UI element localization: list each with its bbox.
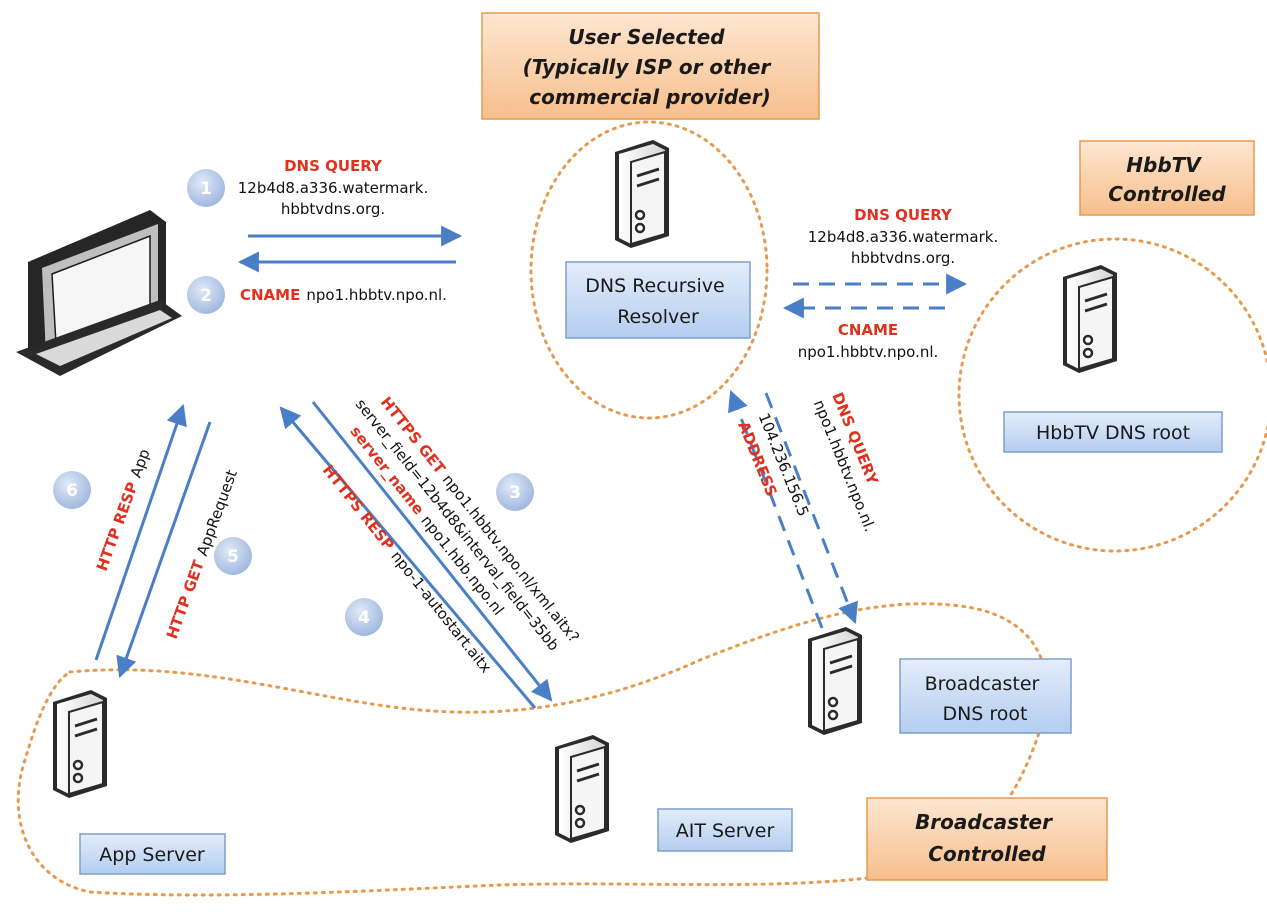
ait-server-label-box xyxy=(657,808,793,852)
svg-text:hbbtvdns.org.: hbbtvdns.org. xyxy=(281,200,385,218)
broadcaster-title: Broadcaster Controlled xyxy=(915,810,1059,866)
svg-text:1: 1 xyxy=(200,179,212,199)
step-circle-6: 6 xyxy=(53,471,91,509)
svg-text:6: 6 xyxy=(66,481,78,501)
broadcaster-root-label: Broadcaster DNS root xyxy=(925,673,1046,725)
svg-text:12b4d8.a336.watermark.: 12b4d8.a336.watermark. xyxy=(808,228,998,246)
resolver-label-box xyxy=(565,261,751,339)
resolver-server-icon xyxy=(613,138,671,250)
label-root-cname: CNAME npo1.hbbtv.npo.nl. xyxy=(798,321,939,361)
step-circle-1: 1 xyxy=(187,169,225,207)
step-circle-5: 5 xyxy=(214,537,252,575)
hbbtv-root-label: HbbTV DNS root xyxy=(1036,422,1190,444)
user-selected-title-box xyxy=(481,12,820,120)
svg-text:5: 5 xyxy=(227,547,239,567)
svg-text:12b4d8.a336.watermark.: 12b4d8.a336.watermark. xyxy=(238,179,428,197)
svg-text:3: 3 xyxy=(509,483,521,503)
svg-text:4: 4 xyxy=(358,608,370,628)
app-server-icon xyxy=(51,688,109,800)
svg-text:CNAME: CNAME xyxy=(838,321,898,339)
hbbtv-root-label-box xyxy=(1003,411,1223,453)
app-server-label-box xyxy=(79,833,226,875)
arrow-broadcaster-address xyxy=(728,390,824,629)
svg-text:hbbtvdns.org.: hbbtvdns.org. xyxy=(851,249,955,267)
hbbtv-title-box xyxy=(1079,140,1255,216)
arrow-step4-https-resp xyxy=(279,406,537,709)
arrow-step6-http-resp xyxy=(94,404,187,661)
tv-monitor-icon xyxy=(16,210,182,376)
ait-server-icon xyxy=(553,733,611,845)
svg-text:HTTP RESPApp: HTTP RESPApp xyxy=(93,446,154,573)
hbbtv-zone xyxy=(957,237,1267,553)
arrow-broadcaster-query xyxy=(764,392,858,624)
broadcaster-root-server-icon xyxy=(806,625,864,737)
label-step6-http-resp: HTTP RESPApp xyxy=(93,446,154,573)
ait-server-label: AIT Server xyxy=(676,820,775,842)
step-circle-4: 4 xyxy=(345,598,383,636)
arrow-step5-http-get xyxy=(116,421,212,678)
app-server-label: App Server xyxy=(99,844,205,866)
hbbtv-title: HbbTV Controlled xyxy=(1108,153,1226,206)
broadcaster-root-label-box xyxy=(899,658,1072,734)
label-broadcaster-dns-query: DNS QUERY npo1.hbbtv.npo.nl. xyxy=(810,390,882,535)
svg-text:DNS QUERY: DNS QUERY xyxy=(284,157,383,175)
step-circle-2: 2 xyxy=(187,276,225,314)
svg-text:npo1.hbbtv.npo.nl.: npo1.hbbtv.npo.nl. xyxy=(798,343,939,361)
resolver-label: DNS Recursive Resolver xyxy=(585,275,730,328)
svg-text:2: 2 xyxy=(200,286,212,306)
label-broadcaster-address: ADDRESS 104.236.156.5 xyxy=(734,411,812,520)
broadcaster-title-box xyxy=(866,797,1108,881)
hbbtv-root-server-icon xyxy=(1061,263,1119,375)
label-step1-dns-query: DNS QUERY 12b4d8.a336.watermark. hbbtvdn… xyxy=(238,157,428,218)
step-circle-3: 3 xyxy=(496,473,534,511)
label-root-dns-query: DNS QUERY 12b4d8.a336.watermark. hbbtvdn… xyxy=(808,206,998,267)
user-selected-title: User Selected (Typically ISP or other co… xyxy=(523,25,778,109)
svg-text:DNS QUERY: DNS QUERY xyxy=(854,206,953,224)
arrow-step3-https-get xyxy=(311,401,553,702)
user-selected-zone xyxy=(529,120,769,420)
